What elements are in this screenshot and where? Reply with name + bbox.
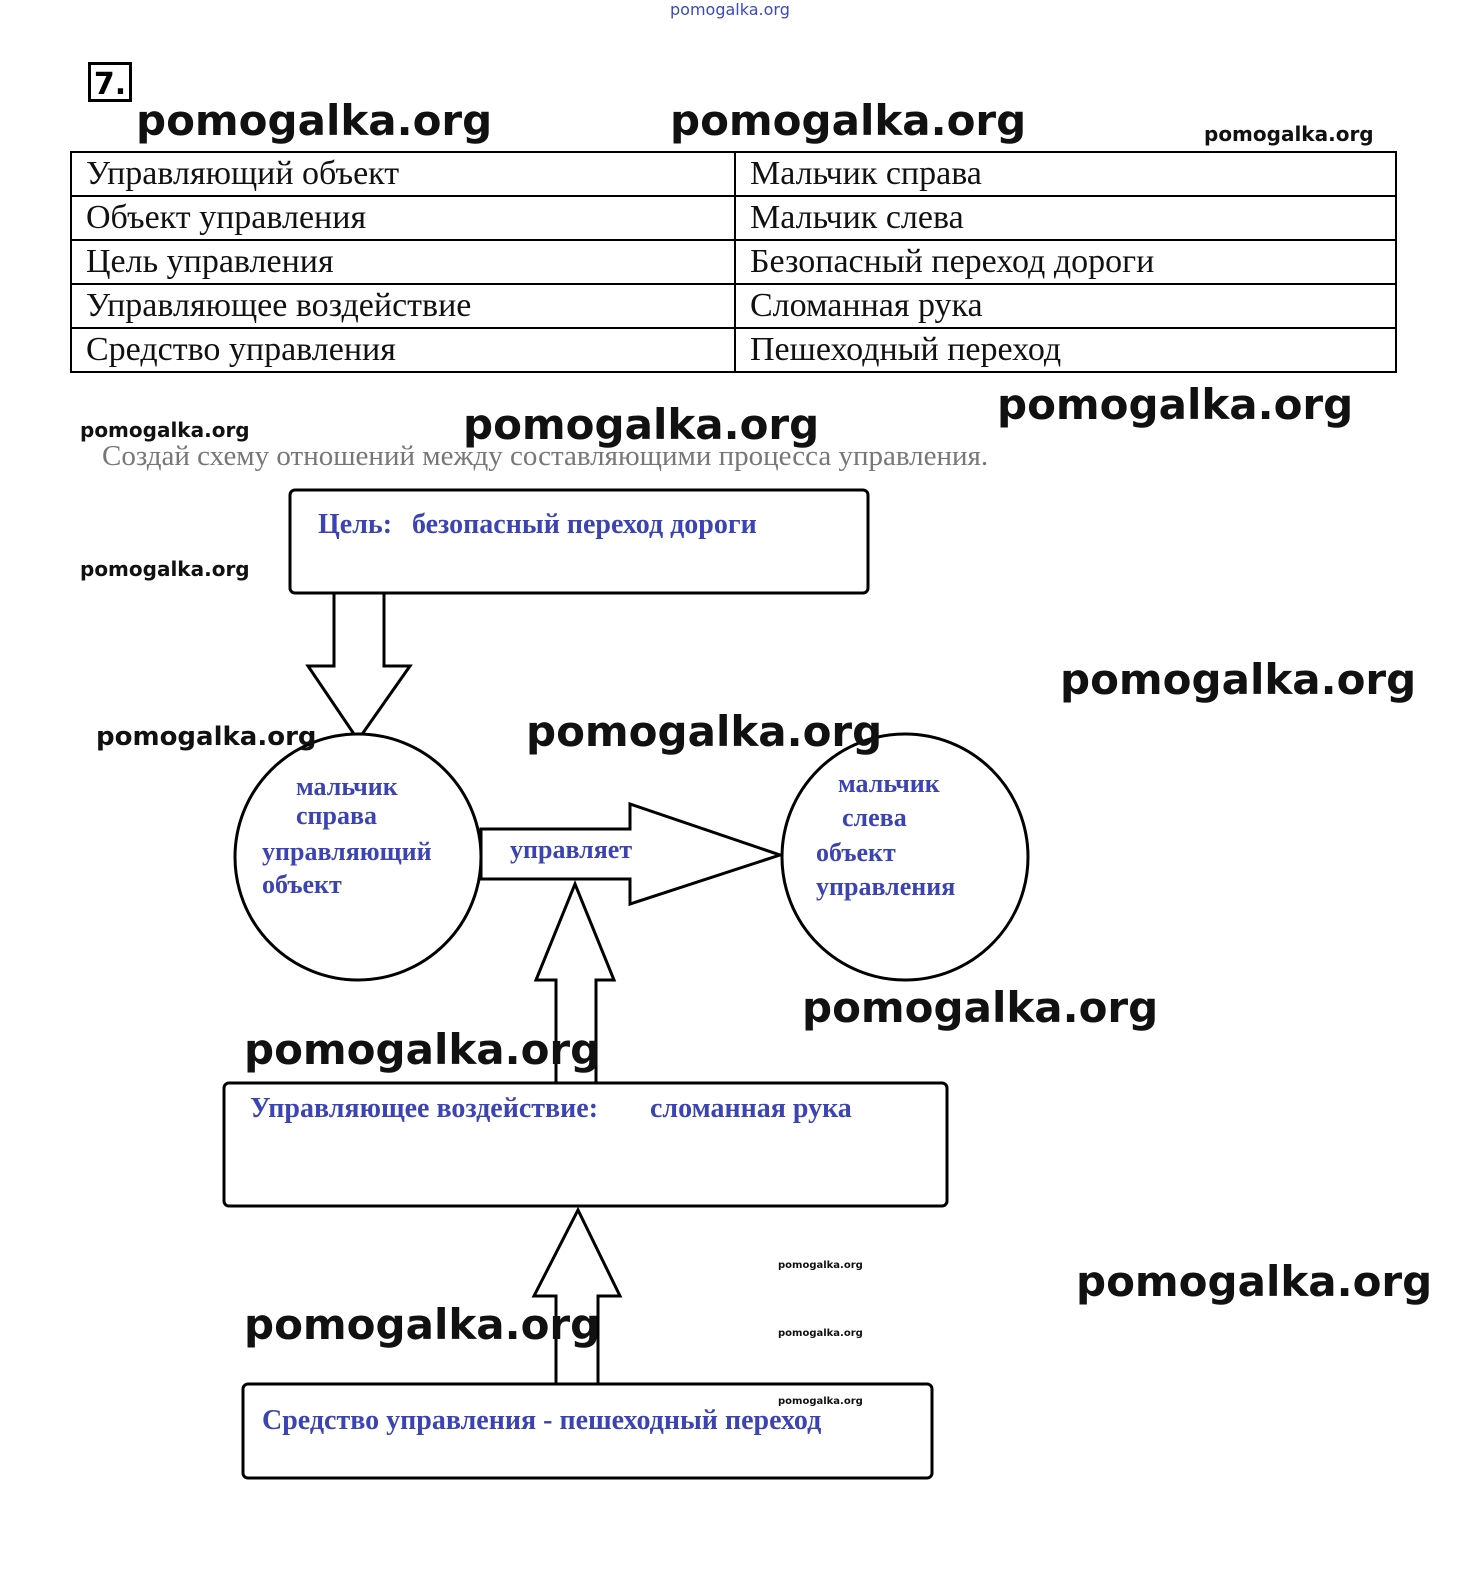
- watermark: pomogalka.org: [244, 1025, 601, 1074]
- controlled-object-circle: [780, 732, 1030, 982]
- watermark: pomogalka.org: [802, 983, 1159, 1032]
- right-circle-line-1: мальчик: [838, 769, 940, 798]
- table-row: Объект управления Мальчик слева: [70, 195, 1397, 241]
- table-row: Средство управления Пешеходный переход: [70, 327, 1397, 373]
- watermark: pomogalka.org: [778, 1396, 863, 1407]
- goal-value: безопасный переход дороги: [412, 509, 757, 540]
- table-cell-term: Объект управления: [70, 195, 736, 241]
- table-cell-term: Средство управления: [70, 327, 736, 373]
- table-cell-value: Безопасный переход дороги: [734, 239, 1397, 285]
- watermark: pomogalka.org: [526, 707, 883, 756]
- table-row: Управляющий объект Мальчик справа: [70, 151, 1397, 197]
- goal-box: [288, 488, 870, 595]
- means-box: [241, 1382, 934, 1480]
- left-circle-line-4: объект: [262, 870, 342, 899]
- left-circle-line-1: мальчик: [296, 772, 398, 801]
- influence-value: сломанная рука: [650, 1093, 852, 1124]
- task-number: 7.: [88, 62, 132, 102]
- watermark: pomogalka.org: [244, 1300, 601, 1349]
- influence-arrow: [533, 880, 617, 1085]
- watermark: pomogalka.org: [463, 400, 820, 449]
- instruction-text: Создай схему отношений между составляющи…: [102, 440, 989, 472]
- left-circle-line-3: управляющий: [262, 837, 432, 866]
- top-watermark: pomogalka.org: [670, 0, 790, 19]
- watermark: pomogalka.org: [136, 96, 493, 145]
- table-cell-term: Цель управления: [70, 239, 736, 285]
- influence-label: Управляющее воздействие:: [250, 1093, 598, 1124]
- table-cell-value: Сломанная рука: [734, 283, 1397, 329]
- influence-box: [222, 1081, 949, 1208]
- table-cell-term: Управляющее воздействие: [70, 283, 736, 329]
- table-cell-value: Мальчик справа: [734, 151, 1397, 197]
- watermark: pomogalka.org: [997, 380, 1354, 429]
- means-text: Средство управления - пешеходный переход: [262, 1405, 821, 1436]
- goal-label: Цель:: [318, 509, 392, 540]
- watermark: pomogalka.org: [96, 722, 317, 752]
- watermark: pomogalka.org: [1076, 1257, 1433, 1306]
- watermark: pomogalka.org: [778, 1260, 863, 1271]
- table-cell-term: Управляющий объект: [70, 151, 736, 197]
- table-cell-value: Пешеходный переход: [734, 327, 1397, 373]
- left-circle-line-2: справа: [296, 801, 377, 830]
- table-row: Цель управления Безопасный переход дорог…: [70, 239, 1397, 285]
- controls-arrow-label: управляет: [510, 835, 632, 864]
- means-arrow: [531, 1206, 623, 1386]
- watermark: pomogalka.org: [80, 557, 250, 581]
- watermark: pomogalka.org: [80, 418, 250, 442]
- answer-table: Управляющий объект Мальчик справа Объект…: [70, 151, 1397, 373]
- right-circle-line-2: слева: [842, 803, 907, 832]
- goal-arrow: [305, 591, 413, 743]
- watermark: pomogalka.org: [1204, 122, 1374, 146]
- watermark: pomogalka.org: [670, 96, 1027, 145]
- watermark: pomogalka.org: [778, 1328, 863, 1339]
- controls-arrow: [479, 801, 785, 907]
- table-row: Управляющее воздействие Сломанная рука: [70, 283, 1397, 329]
- right-circle-line-3: объект: [816, 838, 896, 867]
- right-circle-line-4: управления: [816, 872, 955, 901]
- table-cell-value: Мальчик слева: [734, 195, 1397, 241]
- watermark: pomogalka.org: [1060, 655, 1417, 704]
